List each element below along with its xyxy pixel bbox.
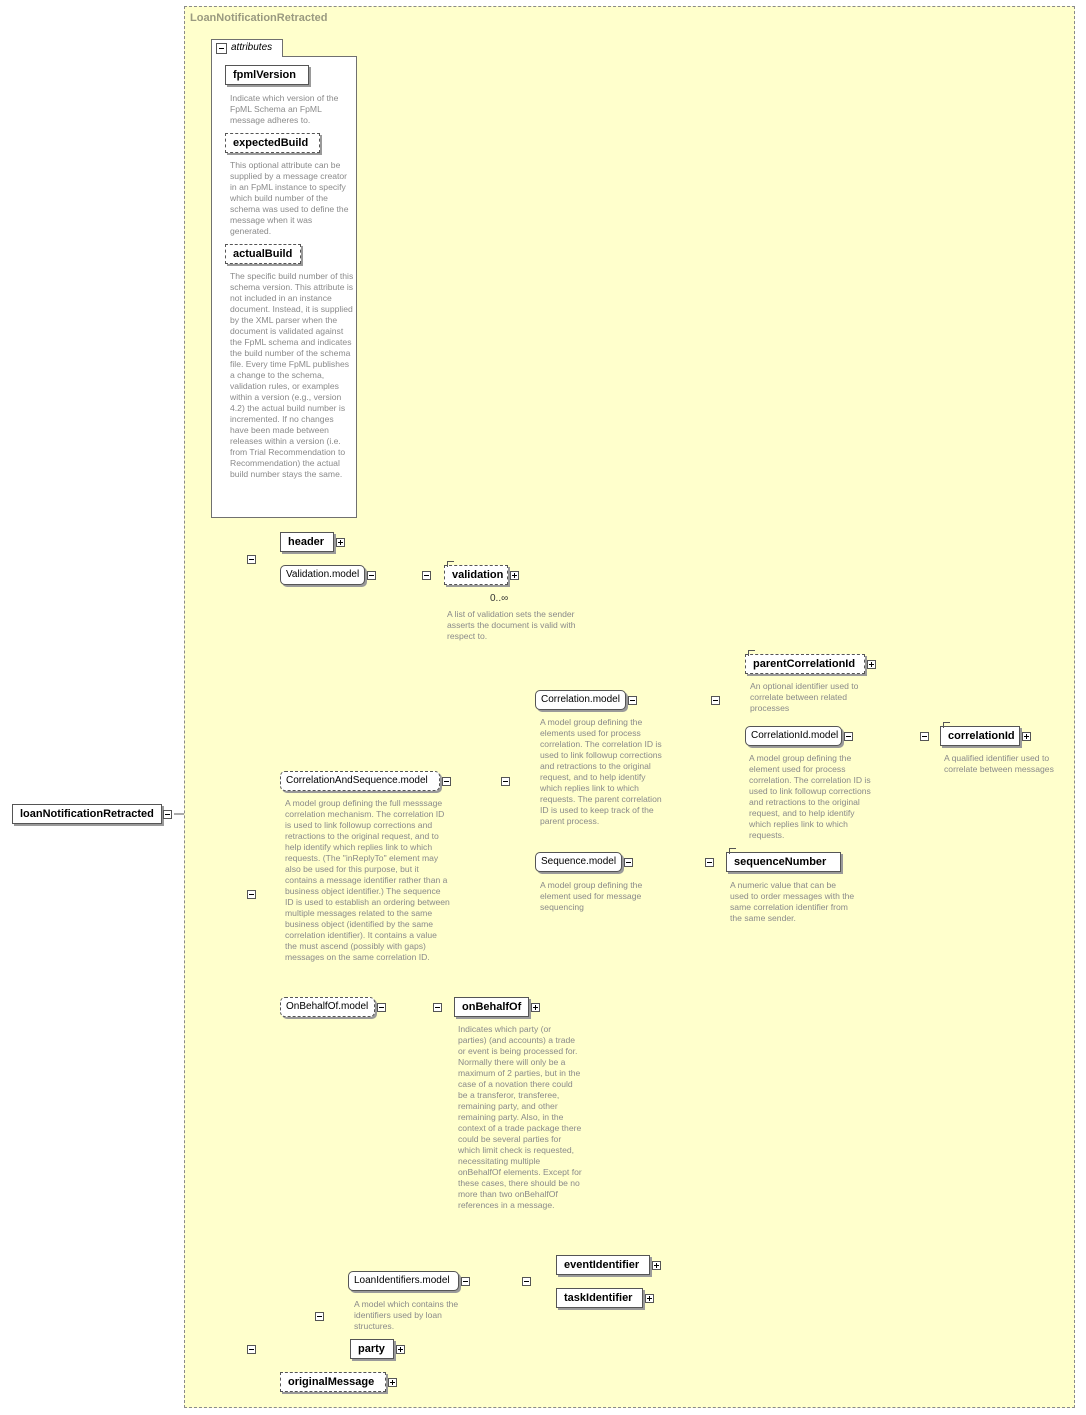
element-description: An optional identifier used to correlate… <box>750 681 859 713</box>
root-element[interactable]: loanNotificationRetracted <box>12 804 162 824</box>
collapse-attributes-icon[interactable] <box>216 43 227 54</box>
element-correlation-id[interactable]: correlationId <box>940 726 1020 746</box>
element-task-identifier[interactable]: taskIdentifier <box>556 1288 643 1308</box>
attribute-actualbuild[interactable]: actualBuild <box>225 244 301 264</box>
element-event-identifier[interactable]: eventIdentifier <box>556 1255 650 1275</box>
group-description: A model group defining the element used … <box>749 753 871 840</box>
complex-type-title: LoanNotificationRetracted <box>190 12 328 24</box>
element-original-message[interactable]: originalMessage <box>280 1372 386 1392</box>
collapse-icon[interactable] <box>422 571 431 580</box>
group-correlation-id-model[interactable]: CorrelationId.model <box>745 726 842 746</box>
element-sequence-number[interactable]: sequenceNumber <box>726 852 841 872</box>
collapse-icon[interactable] <box>367 571 376 580</box>
multi-occurrence-icon <box>447 561 454 567</box>
element-description: A list of validation sets the sender ass… <box>447 609 576 641</box>
group-sequence-model[interactable]: Sequence.model <box>535 852 622 872</box>
simple-type-icon <box>943 722 950 728</box>
collapse-icon[interactable] <box>705 858 714 867</box>
element-parent-correlation-id[interactable]: parentCorrelationId <box>745 654 865 674</box>
root-element-label: loanNotificationRetracted <box>20 808 154 820</box>
collapse-icon[interactable] <box>844 732 853 741</box>
group-description: A model which contains the identifiers u… <box>354 1299 459 1331</box>
group-correlation-and-sequence-model[interactable]: CorrelationAndSequence.model <box>280 771 440 791</box>
expand-icon[interactable] <box>867 660 876 669</box>
collapse-icon[interactable] <box>442 777 451 786</box>
group-on-behalf-of-model[interactable]: OnBehalfOf.model <box>280 997 375 1017</box>
group-description: A model group defining the elements used… <box>540 717 662 826</box>
element-description: A numeric value that can be used to orde… <box>730 880 855 923</box>
attributes-tab[interactable] <box>211 39 283 57</box>
expand-icon[interactable] <box>336 538 345 547</box>
collapse-icon[interactable] <box>433 1003 442 1012</box>
expand-icon[interactable] <box>388 1378 397 1387</box>
element-on-behalf-of[interactable]: onBehalfOf <box>454 997 529 1017</box>
attribute-expectedbuild[interactable]: expectedBuild <box>225 133 320 153</box>
expand-icon[interactable] <box>1022 732 1031 741</box>
collapse-icon[interactable] <box>377 1003 386 1012</box>
attribute-description: The specific build number of this schema… <box>230 271 354 479</box>
expand-icon[interactable] <box>652 1261 661 1270</box>
element-header[interactable]: header <box>280 532 334 552</box>
expand-icon[interactable] <box>645 1294 654 1303</box>
expand-icon[interactable] <box>531 1003 540 1012</box>
expand-icon[interactable] <box>396 1345 405 1354</box>
group-correlation-model[interactable]: Correlation.model <box>535 690 626 710</box>
group-description: A model group defining the element used … <box>540 880 643 912</box>
element-description: A qualified identifier used to correlate… <box>944 753 1054 774</box>
attribute-fpmlversion[interactable]: fpmlVersion <box>225 65 309 85</box>
attribute-description: Indicate which version of the FpML Schem… <box>230 93 339 125</box>
expand-icon[interactable] <box>510 571 519 580</box>
collapse-icon[interactable] <box>247 555 256 564</box>
collapse-icon[interactable] <box>247 1345 256 1354</box>
collapse-icon[interactable] <box>315 1312 324 1321</box>
collapse-icon[interactable] <box>920 732 929 741</box>
element-validation[interactable]: validation <box>444 565 508 585</box>
collapse-icon[interactable] <box>461 1277 470 1286</box>
attribute-description: This optional attribute can be supplied … <box>230 160 349 236</box>
collapse-icon[interactable] <box>163 810 172 819</box>
collapse-icon[interactable] <box>501 777 510 786</box>
collapse-icon[interactable] <box>711 696 720 705</box>
collapse-icon[interactable] <box>628 696 637 705</box>
group-description: A model group defining the full messsage… <box>285 798 450 962</box>
element-description: Indicates which party (or parties) (and … <box>458 1024 582 1210</box>
occurrence-label: 0..∞ <box>490 593 509 604</box>
collapse-icon[interactable] <box>247 890 256 899</box>
group-validation-model[interactable]: Validation.model <box>280 565 365 585</box>
collapse-icon[interactable] <box>522 1277 531 1286</box>
attributes-tab-label: attributes <box>231 42 273 53</box>
simple-type-icon <box>748 650 755 656</box>
group-loan-identifiers-model[interactable]: LoanIdentifiers.model <box>348 1271 459 1291</box>
element-party[interactable]: party <box>350 1339 394 1359</box>
collapse-icon[interactable] <box>624 858 633 867</box>
simple-type-icon <box>729 848 736 854</box>
